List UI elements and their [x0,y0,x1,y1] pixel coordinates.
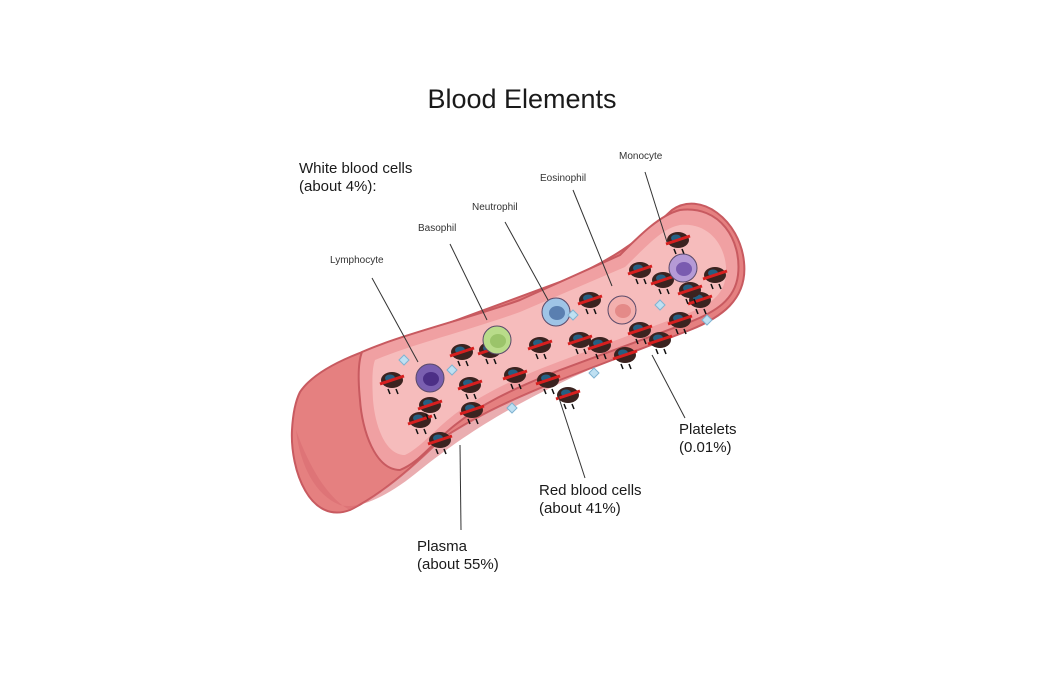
red-blood-cell [527,337,553,360]
eosinophil-label: Eosinophil [540,173,587,184]
leader-platelets [651,354,686,419]
red-cells-label: Red blood cells (about 41%) [539,482,642,518]
red-blood-cell [555,387,581,410]
red-blood-cell [612,347,638,370]
leader-neutrophil [504,221,549,301]
leader-lines [371,171,686,531]
basophil-label: Basophil [418,223,457,234]
red-blood-cell [502,367,528,390]
plasma-line1: Plasma [417,538,468,555]
lymphocyte-cell [415,363,445,393]
red-blood-cell [457,377,483,400]
neutrophil-label: Neutrophil [472,202,518,213]
monocyte-label: Monocyte [619,151,663,162]
red-blood-cell [459,402,485,425]
red-blood-cell [417,397,443,420]
leader-red-cells [557,394,586,479]
red-blood-cell [647,332,673,355]
white-cells-line1: White blood cells [299,160,413,177]
platelets-line1: Platelets [679,421,737,438]
basophil-cell [482,325,512,355]
red-blood-cell [587,337,613,360]
platelet [398,354,410,366]
neutrophil-cell [541,297,571,327]
platelet [446,364,458,376]
red-cells-line2: (about 41%) [539,500,621,517]
red-blood-cell [667,312,693,335]
red-blood-cell [379,372,405,395]
red-blood-cell [627,322,653,345]
red-blood-cell [535,372,561,395]
red-blood-cell [627,262,653,285]
leader-plasma [459,444,462,531]
leader-monocyte [644,171,668,243]
platelet [588,367,600,379]
platelet [654,299,666,311]
plasma-line2: (about 55%) [417,556,499,573]
leader-lymphocyte [371,277,419,363]
red-blood-cell [427,432,453,455]
platelets-label: Platelets (0.01%) [679,421,737,457]
platelet [567,309,579,321]
red-blood-cell [577,292,603,315]
leader-eosinophil [572,189,613,287]
plasma-label: Plasma (about 55%) [417,538,499,574]
page-title: Blood Elements [427,84,617,114]
white-cells-line2: (about 4%): [299,178,377,195]
red-blood-cell [677,282,703,305]
red-blood-cell [702,267,728,290]
eosinophil-cell [607,295,637,325]
red-cells-line1: Red blood cells [539,482,642,499]
red-blood-cell [665,232,691,255]
red-blood-cell [650,272,676,295]
leader-basophil [449,243,488,321]
lymphocyte-label: Lymphocyte [330,255,384,266]
platelet [701,314,713,326]
monocyte-cell [668,253,698,283]
red-blood-cell [449,344,475,367]
white-cells-label: White blood cells (about 4%): [299,160,412,196]
platelets-line2: (0.01%) [679,439,732,456]
red-blood-cell [567,332,593,355]
platelet [506,402,518,414]
